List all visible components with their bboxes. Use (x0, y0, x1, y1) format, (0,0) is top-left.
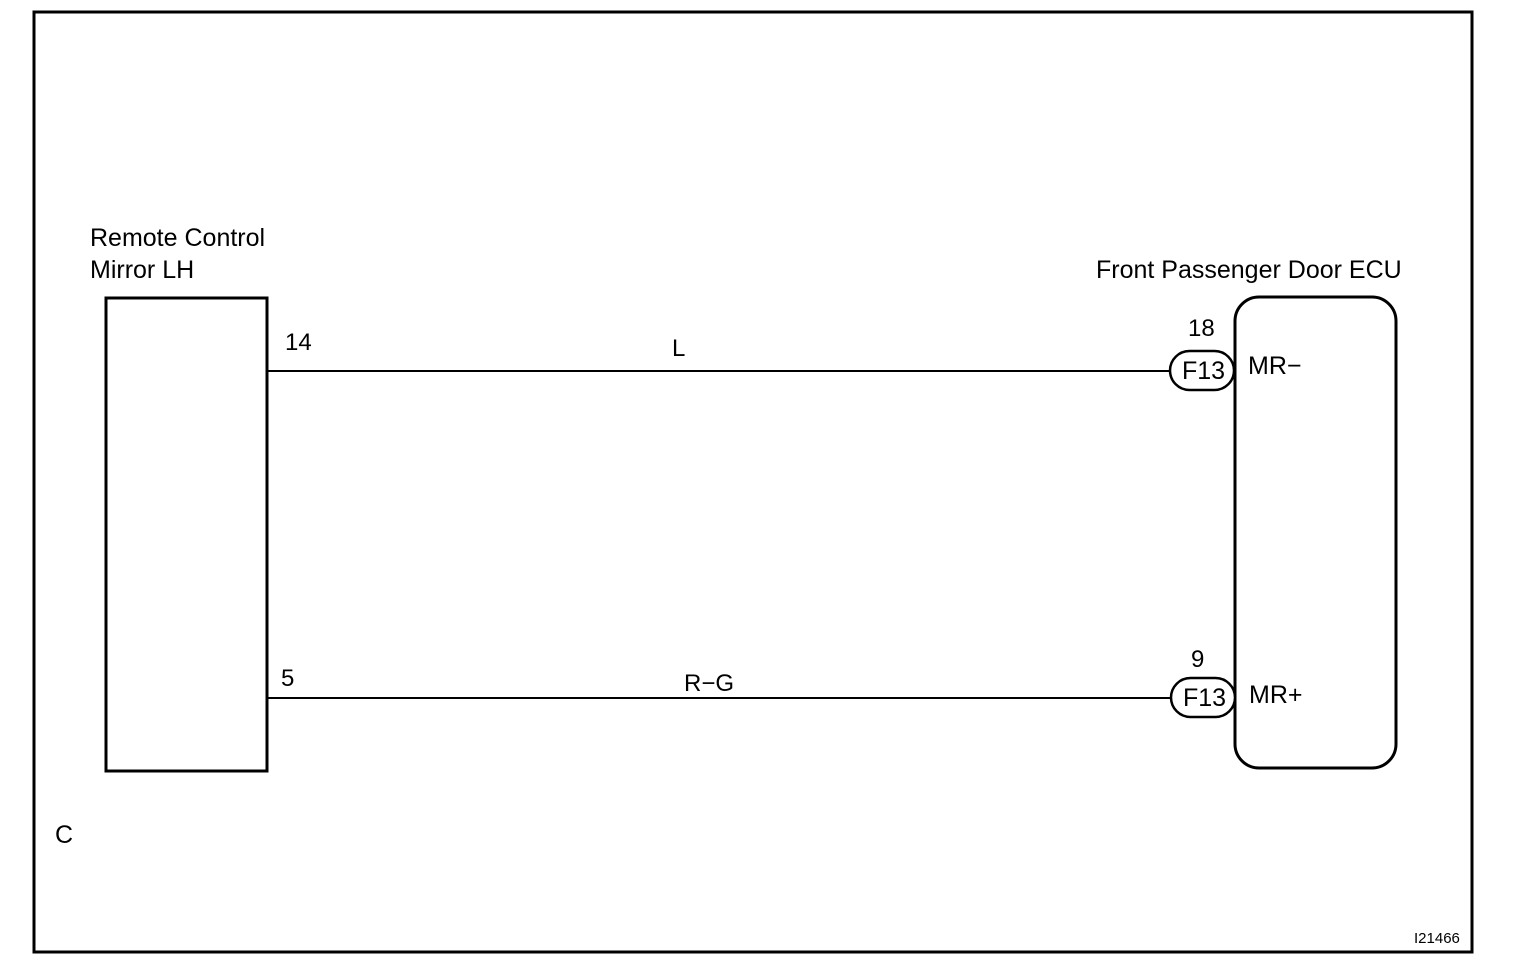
wire-upper-connector-outline (1168, 349, 1236, 392)
wire-upper-right-pin: 18 (1188, 315, 1215, 342)
wire-lower-connector-code: F13 (1183, 684, 1226, 712)
left-component-name-line2: Mirror LH (90, 256, 194, 284)
left-component-name-line1: Remote Control (90, 224, 265, 252)
corner-letter: C (55, 821, 73, 849)
wire-lower-color-code: R−G (684, 670, 734, 697)
wire-lower-terminal: MR+ (1249, 681, 1302, 709)
wire-lower: 5 R−G 9 F13 MR+ (267, 646, 1302, 719)
diagram-frame (32, 10, 1474, 954)
wire-upper-left-pin: 14 (285, 329, 312, 356)
wire-lower-connector-outline (1169, 676, 1237, 719)
wire-lower-right-pin: 9 (1191, 646, 1204, 673)
wire-upper: 14 L 18 F13 MR− (267, 315, 1301, 392)
wire-upper-connector-code: F13 (1182, 357, 1225, 385)
figure-id: I21466 (1414, 930, 1460, 947)
left-component-box (104, 296, 269, 773)
wire-lower-left-pin: 5 (281, 665, 294, 692)
right-component-name: Front Passenger Door ECU (1096, 256, 1402, 284)
right-component-box (1233, 295, 1398, 770)
wire-upper-terminal: MR− (1248, 352, 1301, 380)
wire-upper-color-code: L (672, 335, 685, 362)
